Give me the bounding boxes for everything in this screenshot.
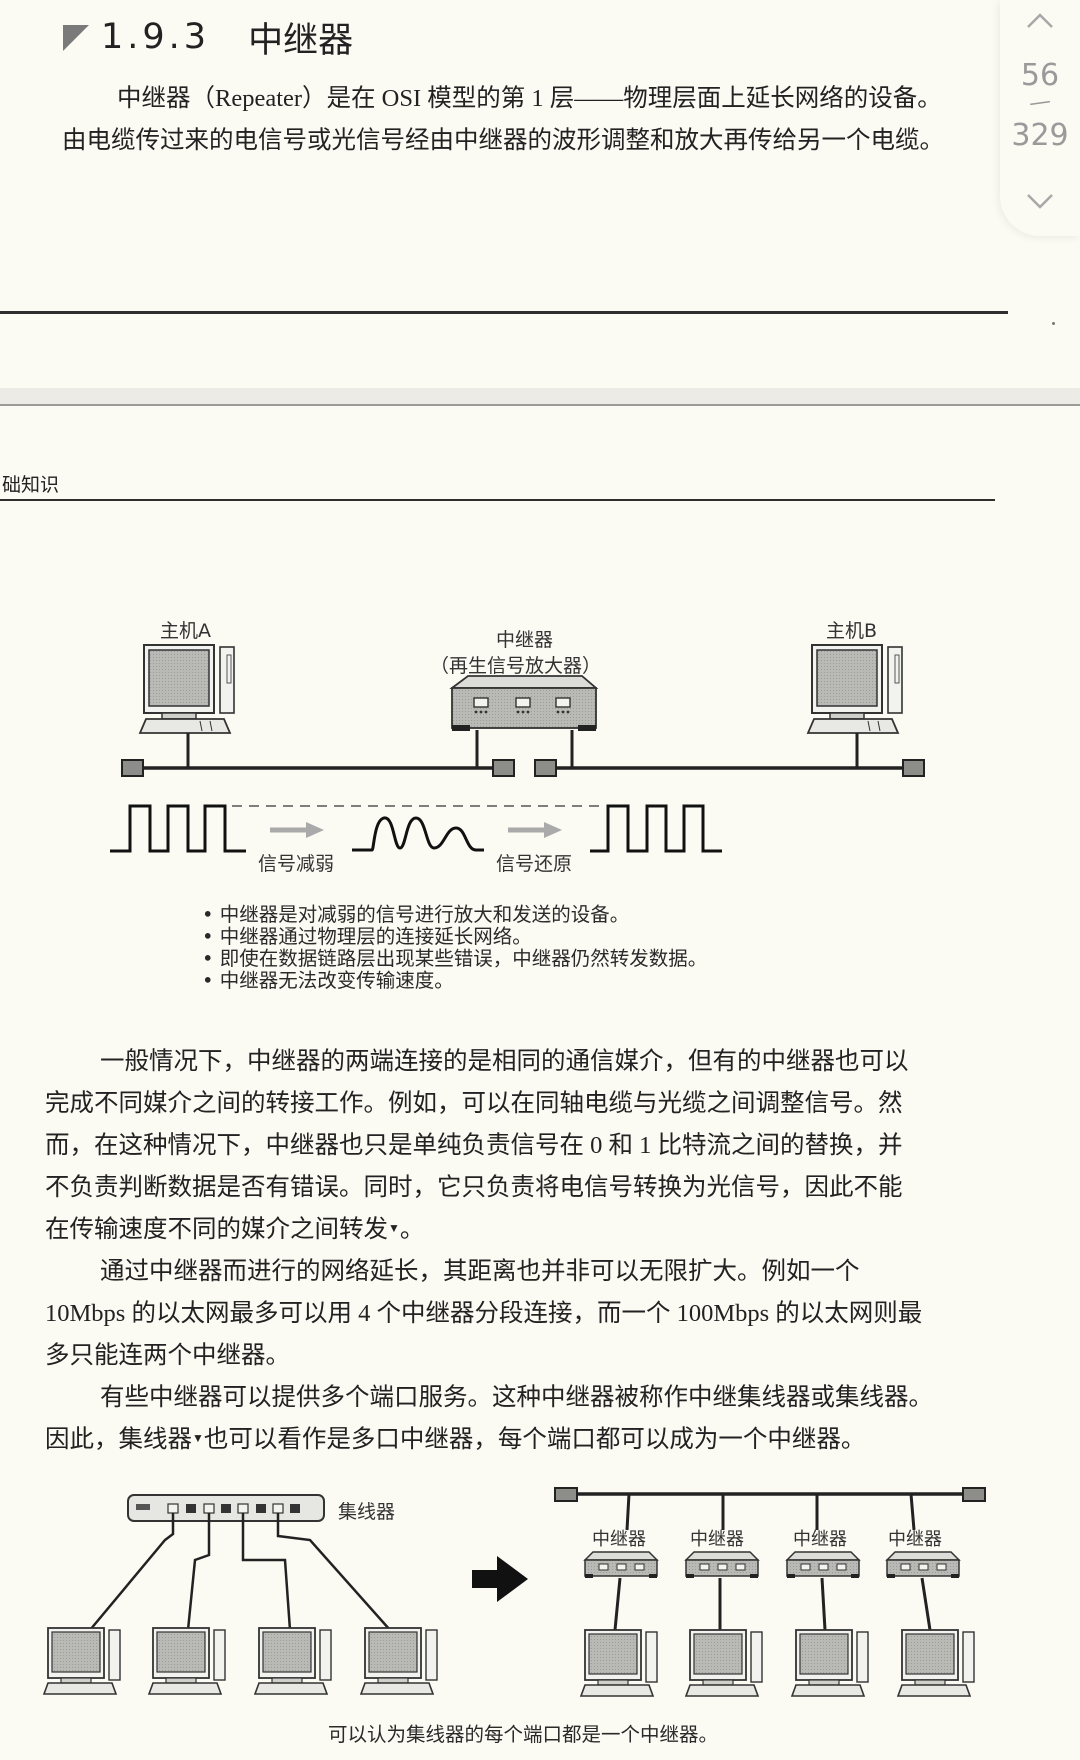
page-separator <box>0 388 1080 406</box>
computer-icon <box>254 1627 332 1695</box>
hub-diagram <box>43 1487 986 1697</box>
chevron-down-icon <box>1027 194 1053 209</box>
repeater-diagram <box>110 644 925 853</box>
running-head: 础知识 <box>2 474 60 496</box>
host-a-label: 主机A <box>160 620 211 642</box>
right-arrow-icon <box>270 822 324 838</box>
body-text: 。 <box>399 1216 425 1243</box>
body-line: 在传输速度不同的媒介之间转发▼。 <box>45 1209 424 1251</box>
repeater-device-icon <box>886 1551 960 1579</box>
body-line: 多只能连两个中继器。 <box>45 1342 290 1369</box>
bullet-item: 中继器是对减弱的信号进行放大和发送的设备。 <box>202 904 707 926</box>
scroll-down-button[interactable] <box>1024 190 1056 212</box>
intro-line-2: 由电缆传过来的电信号或光信号经由中继器的波形调整和放大再传给另一个电缆。 <box>62 127 944 154</box>
total-pages-number: 329 <box>1011 118 1069 153</box>
host-a-computer-icon <box>139 644 235 734</box>
computer-icon <box>685 1629 763 1697</box>
repeater-sublabel: （再生信号放大器） <box>430 655 602 677</box>
repeater-device-icon <box>685 1551 759 1579</box>
current-page-number: 56 <box>1020 58 1060 93</box>
hub-device-icon <box>127 1494 325 1522</box>
running-head-rule <box>0 499 995 501</box>
hub-label: 集线器 <box>338 1501 396 1523</box>
bullet-item: 中继器通过物理层的连接延长网络。 <box>202 926 707 948</box>
right-arrow-icon <box>508 822 562 838</box>
repeater-label: 中继器 <box>496 629 554 651</box>
page-bottom-rule <box>0 311 1008 314</box>
repeater-label: 中继器 <box>793 1529 847 1550</box>
computer-icon <box>360 1627 438 1695</box>
computer-icon <box>791 1629 869 1697</box>
repeater-device-icon <box>786 1551 860 1579</box>
signal-restore-label: 信号还原 <box>496 853 573 875</box>
bus-terminator-icons <box>121 759 925 777</box>
host-b-computer-icon <box>807 644 903 734</box>
computer-icon <box>43 1627 121 1695</box>
body-text: 也可以看作是多口中继器，每个端口都可以成为一个中继器。 <box>203 1426 866 1453</box>
repeater-device-icon <box>449 675 599 731</box>
body-line: 有些中继器可以提供多个端口服务。这种中继器被称作中继集线器或集线器。 <box>100 1384 933 1411</box>
body-line: 10Mbps 的以太网最多可以用 4 个中继器分段连接，而一个 100Mbps … <box>45 1300 923 1327</box>
bullet-item: 中继器无法改变传输速度。 <box>202 970 707 992</box>
square-wave-restored <box>590 804 722 853</box>
figure1-bullet-list: 中继器是对减弱的信号进行放大和发送的设备。 中继器通过物理层的连接延长网络。 即… <box>202 904 708 992</box>
attenuated-wave <box>352 816 484 852</box>
square-wave-original <box>110 804 246 853</box>
figure-caption: 可以认为集线器的每个端口都是一个中继器。 <box>328 1723 719 1746</box>
scroll-up-button[interactable] <box>1024 10 1056 32</box>
repeater-label: 中继器 <box>888 1529 942 1550</box>
bullet-item: 即使在数据链路层出现某些错误，中继器仍然转发数据。 <box>202 948 708 970</box>
page-navigator: 56 — 329 <box>1000 0 1080 236</box>
chevron-up-icon <box>1027 13 1053 28</box>
body-text: 因此，集线器 <box>45 1426 192 1453</box>
body-line: 一般情况下，中继器的两端连接的是相同的通信媒介，但有的中继器也可以 <box>100 1048 909 1075</box>
section-number: 1.9.3 <box>101 17 211 57</box>
body-line: 通过中继器而进行的网络延长，其距离也并非可以无限扩大。例如一个 <box>100 1258 860 1285</box>
body-line: 不负责判断数据是否有错误。同时，它只负责将电信号转换为光信号，因此不能 <box>45 1174 903 1201</box>
footnote-marker[interactable]: ▼ <box>192 1431 204 1445</box>
repeater-label: 中继器 <box>690 1529 744 1550</box>
computer-icon <box>897 1629 975 1697</box>
signal-weaken-label: 信号减弱 <box>258 853 335 875</box>
host-b-label: 主机B <box>826 620 878 642</box>
body-line: 而，在这种情况下，中继器也只是单纯负责信号在 0 和 1 比特流之间的替换，并 <box>45 1132 903 1159</box>
body-text: 在传输速度不同的媒介之间转发 <box>45 1216 388 1243</box>
repeater-device-icon <box>584 1551 658 1579</box>
footnote-marker[interactable]: ▼ <box>388 1221 400 1235</box>
repeater-label: 中继器 <box>592 1529 646 1550</box>
section-heading: 1.9.3 中继器 <box>63 14 354 61</box>
computer-icon <box>148 1627 226 1695</box>
intro-line-1: 中继器（Repeater）是在 OSI 模型的第 1 层——物理层面上延长网络的… <box>117 85 942 112</box>
body-line: 因此，集线器▼也可以看作是多口中继器，每个端口都可以成为一个中继器。 <box>45 1419 865 1461</box>
section-title: 中继器 <box>248 20 354 61</box>
transform-arrow-icon <box>472 1556 528 1602</box>
computer-icon <box>580 1629 658 1697</box>
body-line: 完成不同媒介之间的转接工作。例如，可以在同轴电缆与光缆之间调整信号。然 <box>45 1090 903 1117</box>
speck <box>1052 322 1055 325</box>
section-marker-icon <box>63 25 89 51</box>
